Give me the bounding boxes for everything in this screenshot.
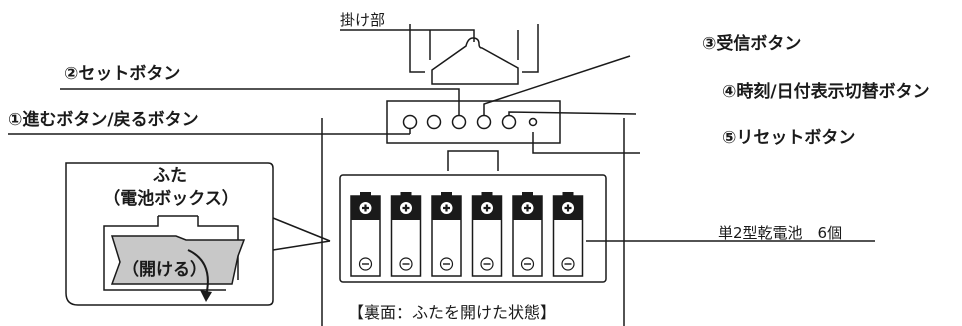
hanging-leader (340, 29, 475, 42)
battery-box-label: （電池ボックス） (103, 189, 239, 209)
set-leader (60, 88, 460, 116)
battery-4 (471, 192, 503, 277)
battery-nub (481, 192, 493, 197)
battery-nub (400, 192, 412, 197)
battery-slots (350, 192, 584, 277)
receive-leader (483, 55, 631, 116)
plus-sign-icon (524, 204, 531, 212)
time-date-leader (508, 111, 637, 116)
stand-left-post (409, 24, 425, 73)
battery-5 (512, 192, 543, 277)
callout-wedge-top (272, 217, 331, 242)
callout-wedge-bottom (272, 240, 331, 251)
set-button (451, 114, 467, 130)
battery-nub (441, 192, 452, 197)
forward-button (402, 114, 418, 130)
battery-box (339, 174, 607, 283)
battery-6 (552, 192, 584, 277)
open-label: （開ける） (122, 260, 207, 280)
battery-nub (562, 192, 574, 197)
plus-sign-icon (564, 204, 572, 212)
receive-button (476, 114, 492, 130)
back-button (426, 114, 442, 130)
plus-sign-icon (443, 204, 450, 212)
reset-button (528, 117, 538, 127)
time-date-switch-label: ④時刻/日付表示切替ボタン (722, 82, 930, 102)
battery-nub (522, 192, 533, 197)
caption: 【裏面：ふたを開けた状態】 (348, 303, 557, 322)
battery-3 (431, 192, 462, 277)
grip-tab (447, 150, 499, 171)
callout-box (65, 162, 274, 306)
cover-label: ふた (153, 166, 187, 186)
batteries-label: 単2型乾電池 6個 (718, 224, 843, 242)
open-arrow-head (200, 290, 212, 302)
reset-button-label: ⑤リセットボタン (722, 128, 856, 148)
set-button-label: ②セットボタン (64, 64, 181, 84)
battery-2 (390, 192, 422, 277)
box-sketch-top (103, 216, 159, 291)
plus-sign-icon (483, 204, 491, 212)
hanger-hook (431, 37, 519, 85)
receive-button-label: ③受信ボタン (702, 34, 802, 54)
battery-1 (350, 192, 381, 277)
forward-back-label: ①進むボタン/戻るボタン (8, 110, 199, 130)
reset-leader (532, 132, 640, 154)
battery-nub (360, 192, 371, 197)
lid (110, 235, 246, 285)
time-date-button (501, 114, 517, 130)
button-panel (386, 100, 561, 144)
hanging-part-label: 掛け部 (340, 11, 386, 29)
stand-right-post (522, 24, 539, 73)
plus-sign-icon (402, 204, 410, 212)
plus-sign-icon (362, 204, 369, 212)
open-arrow-arc (187, 249, 209, 297)
